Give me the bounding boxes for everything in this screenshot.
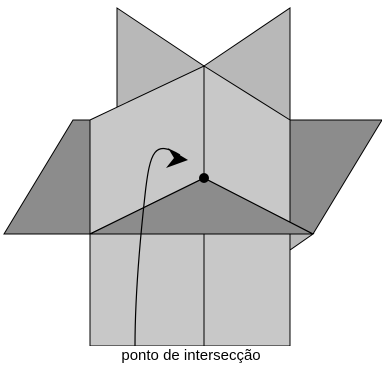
back-vertical-plane-lower-right [289,233,315,251]
pointer-curve [134,147,181,346]
front-vertical-plane-lower-right [203,233,291,346]
intersection-point [199,173,209,183]
three-planes-diagram [3,7,382,346]
intersection-point-label: ponto de intersecção [121,347,261,364]
diagonal-edge-right [203,177,314,235]
front-vertical-plane-lower-left [89,233,205,346]
diagonal-edge-left [89,177,205,235]
pointer-arrowhead [166,148,188,168]
